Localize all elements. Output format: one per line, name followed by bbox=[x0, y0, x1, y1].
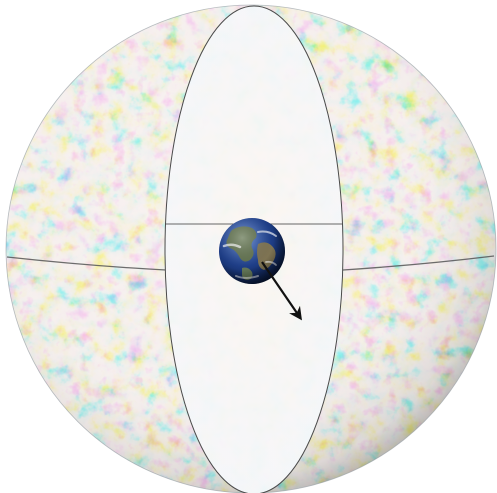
equator-line bbox=[6, 255, 495, 271]
earth-icon bbox=[219, 218, 285, 284]
arrow-icon bbox=[261, 261, 302, 321]
cutaway-plane bbox=[164, 5, 344, 493]
